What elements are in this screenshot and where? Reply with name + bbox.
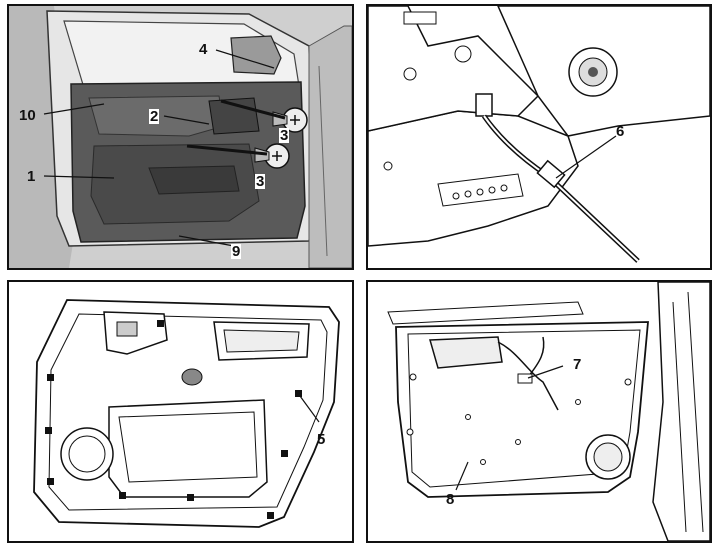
callout-label: 1: [27, 168, 36, 185]
callout-label: 9: [231, 243, 242, 260]
panel-door-trim-screws: 4 10 2 3 3 1 9: [7, 4, 354, 270]
panel-door-inner: 7 8: [366, 280, 712, 543]
door-trim-photo-illustration: [9, 6, 352, 268]
callout-label: 3: [255, 173, 266, 190]
callout-label: 8: [446, 491, 455, 508]
panel-trim-clips: 5: [7, 280, 354, 543]
callout-label: 6: [616, 123, 625, 140]
trim-panel-rear-illustration: [33, 299, 340, 528]
cable-detail-illustration: [368, 6, 710, 263]
callout-label: 10: [19, 107, 36, 124]
callout-label: 5: [317, 431, 326, 448]
door-inner-illustration: [387, 282, 710, 541]
callout-label: 4: [199, 41, 208, 58]
callout-label: 3: [279, 127, 290, 144]
callout-label: 2: [149, 108, 160, 125]
screw-icon: [272, 107, 308, 133]
panel-cable-detail: 6: [366, 4, 712, 270]
callout-label: 7: [573, 356, 582, 373]
